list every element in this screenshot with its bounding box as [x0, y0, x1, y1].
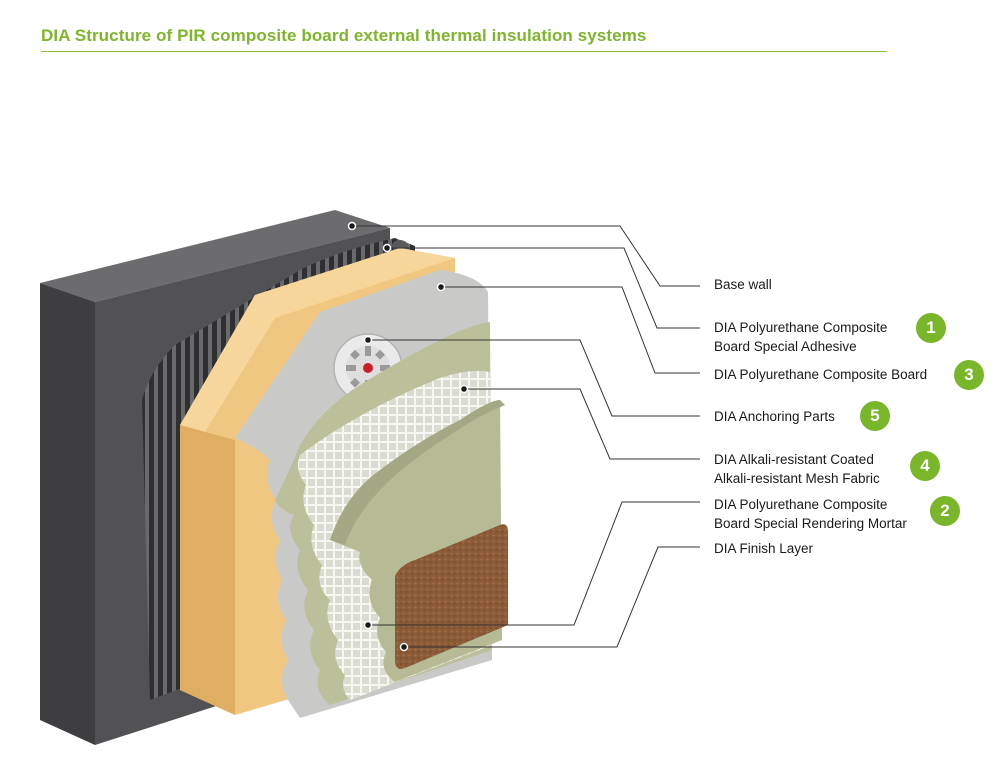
leader-line-mortar — [368, 501, 700, 626]
leader-lines — [352, 225, 700, 648]
diagram-title: DIA Structure of PIR composite board ext… — [41, 26, 647, 45]
leader-dot-finish — [399, 642, 409, 652]
label-base-wall: Base wall — [714, 277, 772, 292]
leader-line-adhesive — [387, 247, 700, 329]
leader-line-anchor — [368, 339, 700, 417]
leader-dots — [347, 221, 469, 652]
label-mesh-fabric: DIA Alkali-resistant Coated Alkali-resis… — [714, 452, 880, 486]
leader-line-mesh — [464, 388, 700, 460]
leader-dot-mesh — [459, 384, 469, 394]
label-anchoring-parts: DIA Anchoring Parts — [714, 409, 835, 424]
number-badge-3: 3 — [954, 360, 984, 390]
leader-dot-mortar — [363, 620, 373, 630]
label-rendering-mortar: DIA Polyurethane Composite Board Special… — [714, 497, 907, 531]
number-badge-2: 2 — [930, 496, 960, 526]
number-badge-4: 4 — [910, 451, 940, 481]
leader-dot-anchor — [363, 335, 373, 345]
label-finish-layer: DIA Finish Layer — [714, 541, 814, 556]
leader-dot-adhesive — [382, 243, 392, 253]
leader-dot-base-wall — [347, 221, 357, 231]
leader-line-board — [441, 286, 700, 374]
number-badge-1: 1 — [916, 313, 946, 343]
title-divider — [41, 51, 887, 52]
finish-layer — [395, 524, 508, 669]
leader-line-base-wall — [352, 225, 700, 287]
leader-dot-board — [436, 282, 446, 292]
leader-line-finish — [404, 546, 700, 648]
label-adhesive: DIA Polyurethane Composite Board Special… — [714, 320, 888, 354]
number-badge-5: 5 — [860, 401, 890, 431]
label-board: DIA Polyurethane Composite Board — [714, 367, 928, 382]
